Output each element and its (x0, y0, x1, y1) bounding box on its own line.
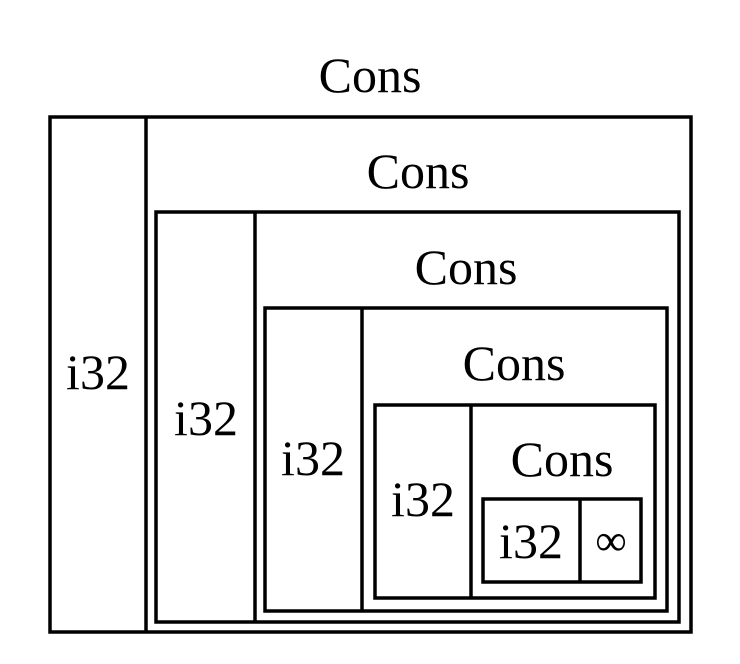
cons-label-level-4: Cons (511, 431, 614, 487)
i32-label-level-1: i32 (174, 390, 238, 446)
i32-label-level-0: i32 (66, 344, 130, 400)
infinity-label: ∞ (595, 516, 626, 565)
cons-box-level-0 (48, 115, 693, 634)
i32-label-level-4: i32 (499, 513, 563, 569)
cons-label-level-2: Cons (415, 239, 518, 295)
cons-box-level-4 (481, 497, 643, 584)
i32-label-level-3: i32 (391, 471, 455, 527)
cons-label-level-1: Cons (367, 143, 470, 199)
cons-label-level-3: Cons (463, 335, 566, 391)
cons-box-level-1 (154, 210, 681, 624)
cons-box-level-3 (373, 403, 657, 600)
i32-label-level-2: i32 (281, 430, 345, 486)
cons-box-level-2 (263, 306, 669, 613)
cons-label-level-0: Cons (319, 47, 422, 103)
